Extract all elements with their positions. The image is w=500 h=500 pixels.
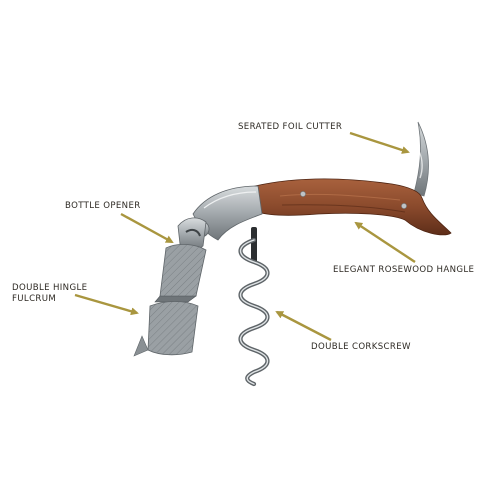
arrow-bottle-opener <box>120 212 174 244</box>
label-double-corkscrew: DOUBLE CORKSCREW <box>311 342 411 352</box>
arrow-corkscrew <box>275 310 332 342</box>
arrow-rosewood-handle <box>354 221 416 264</box>
label-bottle-opener: BOTTLE OPENER <box>65 201 141 211</box>
rosewood-handle <box>254 178 452 236</box>
label-rosewood-handle: ELEGANT ROSEWOOD HANGLE <box>333 265 475 275</box>
arrow-foil-cutter <box>349 131 410 154</box>
label-hinge-line2: FULCRUM <box>12 294 57 304</box>
corkscrew-worm <box>238 227 270 387</box>
arrow-double-hinge <box>74 293 139 316</box>
label-hinge-line1: DOUBLE HINGLE <box>12 283 88 293</box>
label-foil-cutter: SERATED FOIL CUTTER <box>238 122 343 132</box>
foil-cutter-blade <box>413 121 429 197</box>
label-double-hinge-fulcrum: DOUBLE HINGLE FULCRUM <box>12 283 87 305</box>
double-hinge-fulcrum <box>133 244 207 357</box>
